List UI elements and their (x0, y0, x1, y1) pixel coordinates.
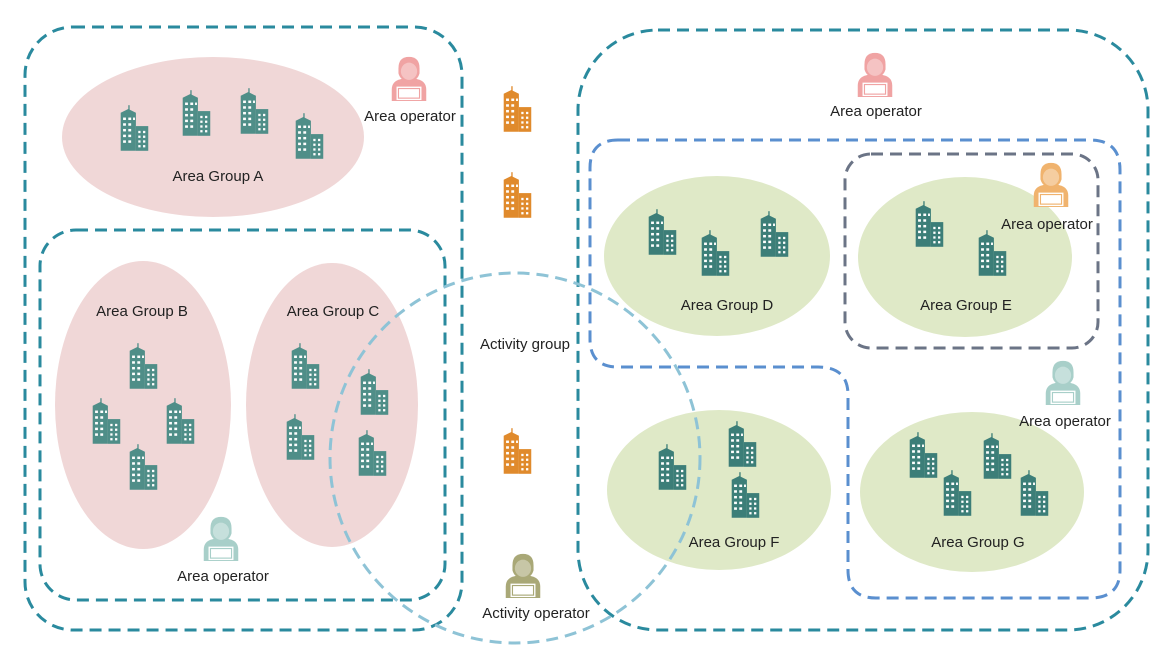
operator-right-lower-label: Area operator (1019, 413, 1111, 430)
operator-top-right (857, 52, 893, 98)
person-at-laptop-icon (391, 56, 427, 102)
area-group-b-label: Area Group B (96, 303, 188, 320)
activity-operator (505, 553, 541, 599)
person-at-laptop-icon (857, 52, 893, 98)
area-group-c-ellipse (246, 263, 418, 547)
person-at-laptop-icon (1045, 360, 1081, 406)
area-group-f-label: Area Group F (689, 534, 780, 551)
area-group-b-ellipse (55, 261, 231, 549)
operator-top-left-label: Area operator (364, 108, 456, 125)
area-group-a-ellipse (62, 57, 364, 217)
activity-group-label: Activity group (480, 336, 570, 353)
operator-bottom-left (203, 516, 239, 562)
area-group-g-label: Area Group G (931, 534, 1024, 551)
containers (23, 25, 1150, 632)
area-group-e-ellipse (858, 177, 1072, 337)
right-blue-container (588, 138, 1122, 600)
left-outer-container (23, 25, 464, 632)
operator-bottom-left-label: Area operator (177, 568, 269, 585)
area-group-e-label: Area Group E (920, 297, 1012, 314)
buildings-unassigned (503, 86, 532, 474)
left-inner-container (38, 228, 447, 602)
labels: Area Group A Area Group B Area Group C A… (96, 103, 1111, 622)
operator-top-right-label: Area operator (830, 103, 922, 120)
building-icon (503, 172, 532, 218)
person-at-laptop-icon (505, 553, 541, 599)
building-icon (503, 428, 532, 474)
operator-right-lower (1045, 360, 1081, 406)
area-group-d-label: Area Group D (681, 297, 774, 314)
operator-group-e-label: Area operator (1001, 216, 1093, 233)
person-at-laptop-icon (203, 516, 239, 562)
building-icon (503, 86, 532, 132)
area-group-c-label: Area Group C (287, 303, 380, 320)
activity-operator-label: Activity operator (482, 605, 590, 622)
operator-top-left (391, 56, 427, 102)
operator-group-e (1033, 162, 1069, 208)
group-e-container (843, 152, 1100, 350)
activity-group-circle (328, 271, 702, 645)
area-group-a-label: Area Group A (173, 168, 264, 185)
person-at-laptop-icon (1033, 162, 1069, 208)
